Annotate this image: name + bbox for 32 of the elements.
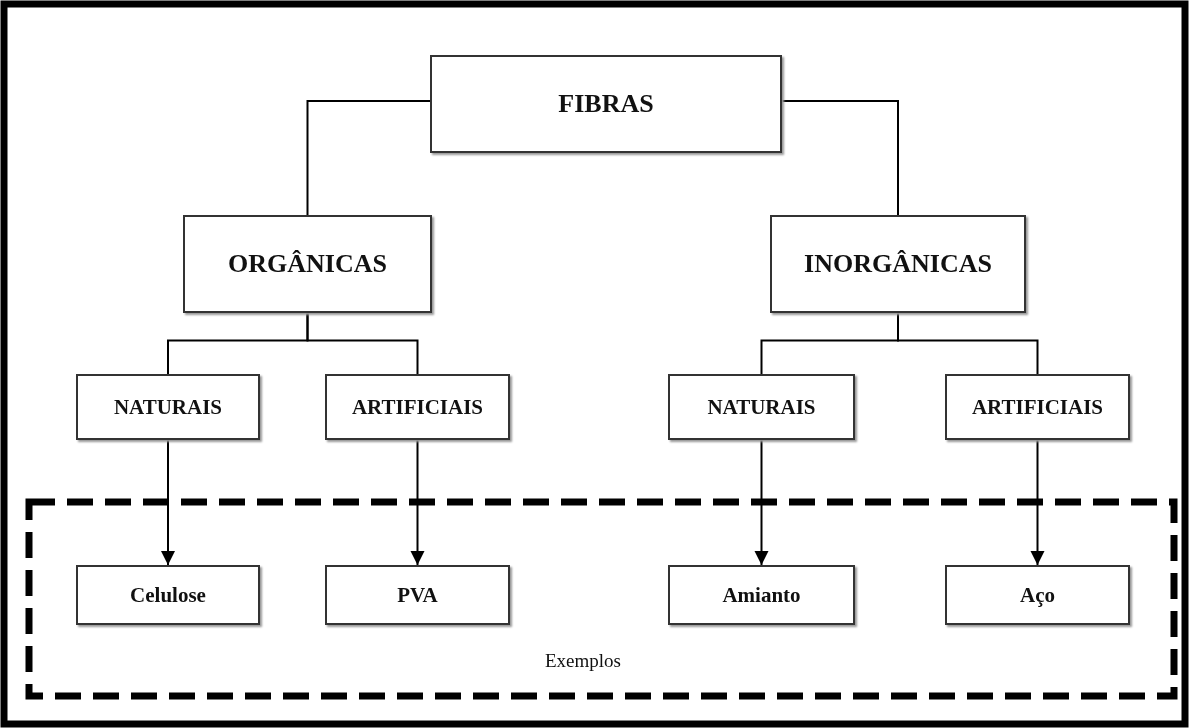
connector-line (306, 100, 431, 216)
category-box (668, 565, 855, 625)
arrow (754, 439, 769, 566)
connector-line (897, 312, 1039, 375)
dashed-group-box (25, 498, 1178, 700)
category-box (76, 565, 260, 625)
group-label: Exemplos (545, 650, 621, 672)
node-label: ORGÂNICAS (228, 249, 387, 279)
arrow (410, 439, 425, 566)
category-box (945, 565, 1130, 625)
node-label: ARTIFICIAIS (351, 394, 484, 420)
category-box (945, 374, 1130, 440)
node-label: NATURAIS (707, 394, 816, 420)
node-label: INORGÂNICAS (804, 249, 992, 279)
category-box (76, 374, 260, 440)
category-box (770, 215, 1026, 313)
node-label: Celulose (130, 582, 206, 608)
node-label: Aço (1020, 582, 1055, 608)
node-label: NATURAIS (113, 394, 223, 420)
connector-line (306, 312, 419, 375)
arrow (1030, 439, 1045, 566)
node-label: Amianto (722, 582, 801, 608)
arrow (161, 439, 175, 566)
connector-line (781, 100, 899, 216)
node-label: ARTIFICIAIS (971, 394, 1104, 420)
category-box (325, 565, 510, 625)
category-box (325, 374, 510, 440)
category-box (183, 215, 432, 313)
node-label: FIBRAS (558, 89, 654, 119)
node-label: PVA (397, 582, 438, 608)
category-box (668, 374, 855, 440)
category-box (430, 55, 782, 153)
